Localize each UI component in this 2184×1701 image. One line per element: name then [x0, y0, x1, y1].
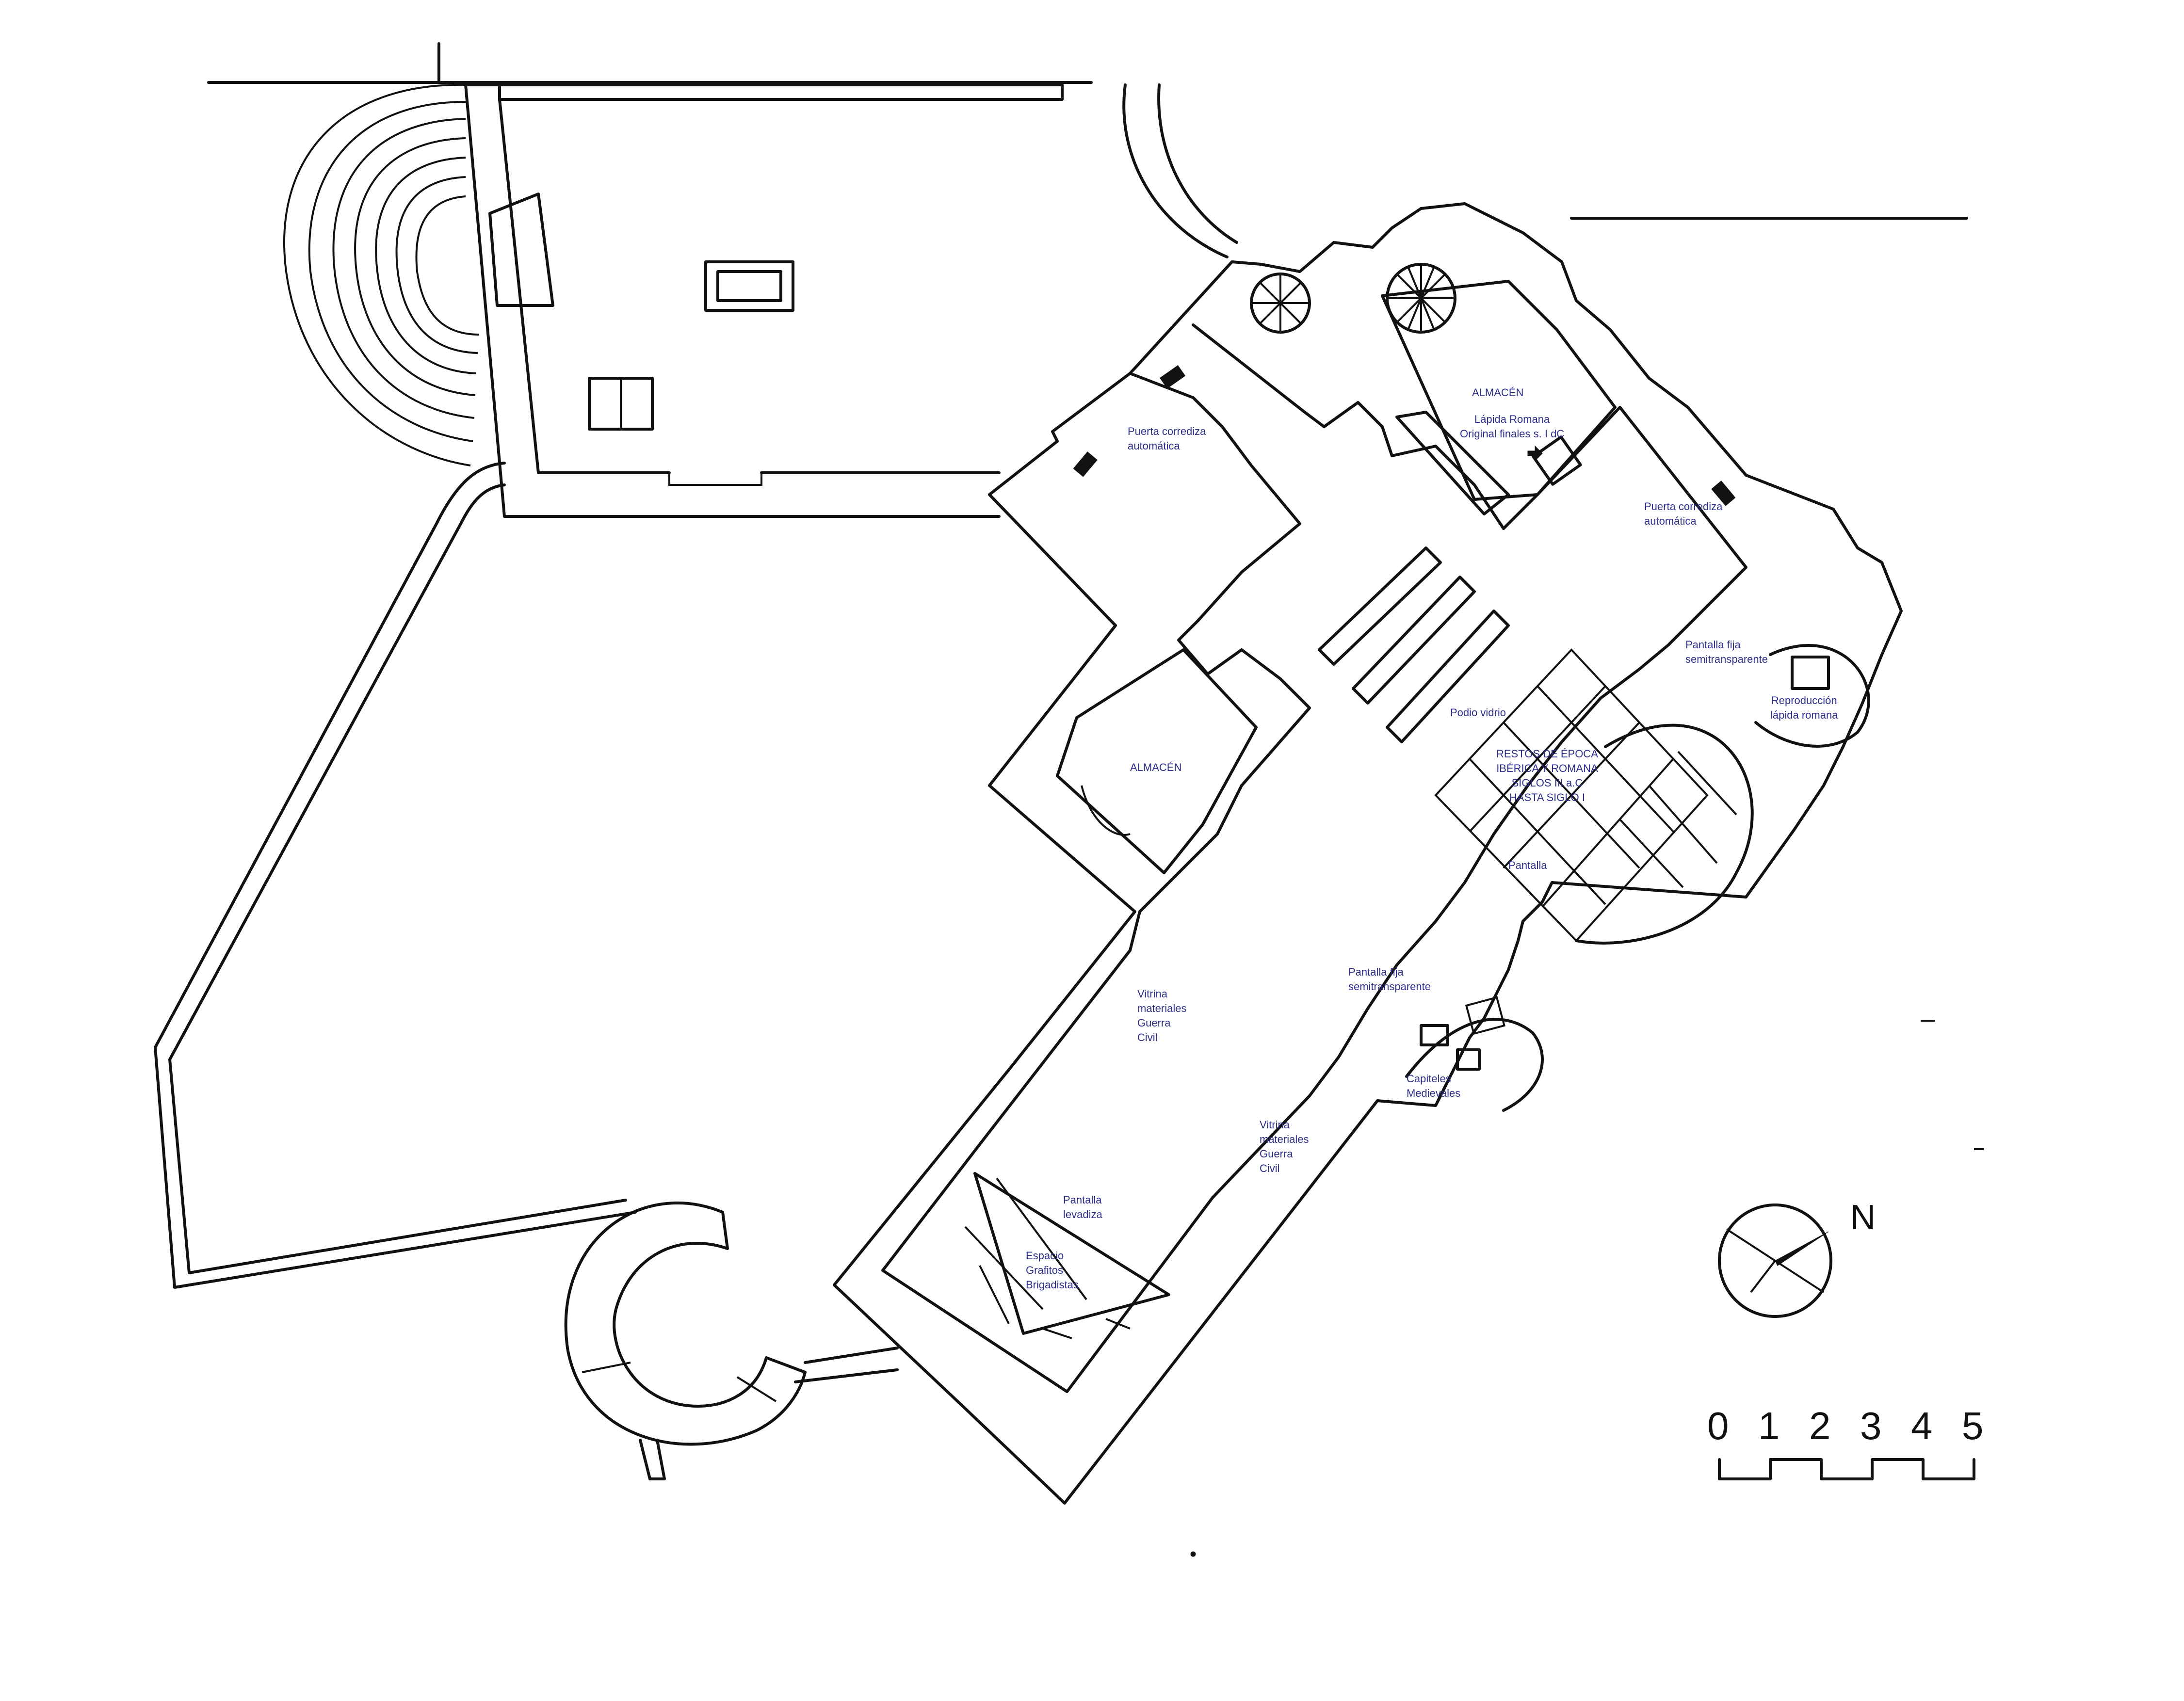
- garden-outer-wall: [154, 462, 637, 1289]
- scale-tick-2: 2: [1809, 1404, 1831, 1447]
- label-puerta-left: Puerta corrediza automática: [1128, 425, 1206, 452]
- scale-tick-4: 4: [1911, 1404, 1933, 1447]
- museum-inner-wall: [881, 323, 1747, 1393]
- garden-inner-wall: [168, 483, 627, 1274]
- terrace-top-wall: [464, 83, 1064, 101]
- tick-marks: [1921, 1020, 1984, 1150]
- almacen-top-room: [1381, 280, 1617, 501]
- sliding-door-left-1: [1160, 365, 1186, 389]
- label-pantalla-levadiza: Pantalla levadiza: [1063, 1194, 1102, 1220]
- label-lapida-original: Lápida Romana Original finales s. I dC: [1460, 413, 1565, 440]
- lapida-original-box: [1532, 435, 1582, 486]
- almacen-left-curve: [1081, 785, 1131, 836]
- reproduccion-apse: [1754, 644, 1870, 748]
- label-almacen-top: ALMACÉN: [1472, 386, 1524, 399]
- label-capiteles: Capiteles Medievales: [1407, 1073, 1461, 1099]
- label-restos: RESTOS DE ÉPOCA IBÉRICA Y ROMANA SIGLOS …: [1496, 748, 1598, 803]
- label-reproduccion-lapida: Reproducción lápida romana: [1770, 694, 1838, 721]
- almacen-left-room: [1056, 648, 1258, 874]
- terrace-bench: [588, 377, 654, 431]
- compass-north-label: N: [1850, 1198, 1876, 1237]
- sliding-door-left-2: [1073, 451, 1098, 477]
- sliding-door-right: [1711, 481, 1736, 506]
- label-puerta-right: Puerta corrediza automática: [1644, 500, 1723, 527]
- apse: [1575, 723, 1754, 945]
- terrace-lectern: [488, 193, 554, 307]
- scale-bar: [1718, 1458, 1975, 1480]
- curved-wall-inner: [1157, 83, 1238, 244]
- label-vitrina-right: Vitrina materiales Guerra Civil: [1260, 1119, 1309, 1174]
- spiral-stair-right: [1386, 263, 1456, 334]
- north-compass-icon: [1718, 1204, 1832, 1318]
- excavation-grid: [1434, 648, 1754, 945]
- dot-mark: [1190, 1551, 1196, 1557]
- lapida-arrow-icon: [1527, 445, 1543, 462]
- spiral-stair-left: [1250, 273, 1311, 334]
- scale-tick-3: 3: [1860, 1404, 1882, 1447]
- capitel-box-2: [1456, 1048, 1481, 1071]
- reproduccion-lapida-box: [1791, 656, 1830, 690]
- label-pantalla-fija-center: Pantalla fija semitransparente: [1348, 966, 1431, 993]
- label-almacen-left: ALMACÉN: [1130, 761, 1182, 773]
- scale-tick-5: 5: [1962, 1404, 1984, 1447]
- label-vitrina-left: Vitrina materiales Guerra Civil: [1137, 988, 1187, 1043]
- label-podio-vidrio: Podio vidrio: [1450, 706, 1506, 719]
- tower-connector: [794, 1347, 899, 1383]
- almacen-top-shelf: [1395, 411, 1510, 515]
- round-tower: [564, 1202, 899, 1480]
- terrace-fountain: [704, 260, 794, 312]
- terrace-inner-wall: [498, 98, 671, 474]
- terrace-west-wall: [464, 83, 1001, 518]
- scale-tick-0: 0: [1707, 1404, 1729, 1447]
- curved-wall-outer: [1122, 83, 1229, 258]
- terrace-steps: [668, 473, 762, 486]
- tower-drain: [639, 1439, 666, 1480]
- museum-outer-wall: [833, 202, 1903, 1505]
- label-espacio-grafitos: Espacio Grafitos Brigadistas: [1026, 1250, 1079, 1291]
- label-pantalla-fija-right: Pantalla fija semitransparente: [1685, 639, 1768, 665]
- label-pantalla: Pantalla: [1508, 859, 1547, 871]
- capitel-box-1: [1420, 1024, 1449, 1046]
- capitel-box-3: [1465, 996, 1506, 1035]
- grafitos-room: [964, 1172, 1170, 1339]
- amphitheatre-steps: [283, 83, 480, 466]
- scale-tick-1: 1: [1758, 1404, 1780, 1447]
- glass-podium: [1318, 546, 1510, 743]
